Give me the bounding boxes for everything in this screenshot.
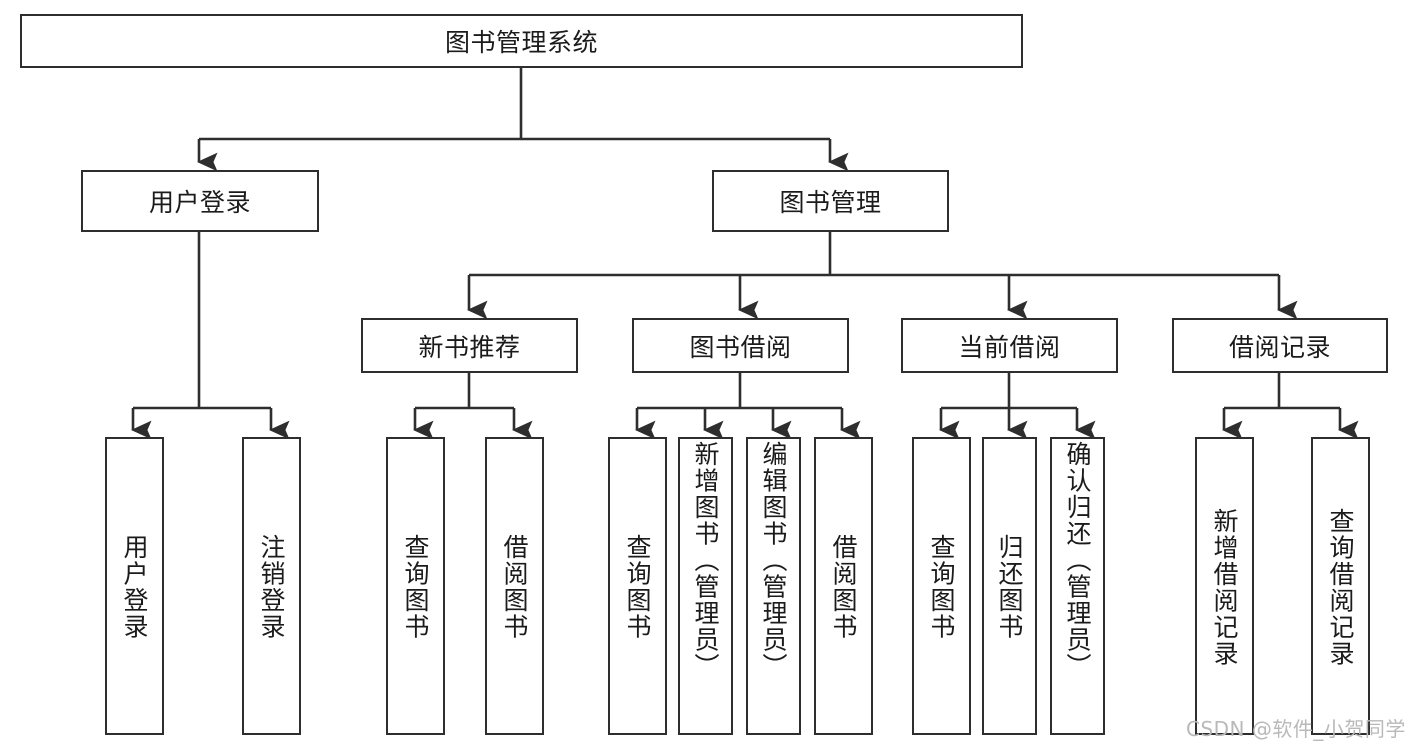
node-label: 注销登录 [257, 534, 286, 640]
node-book-management[interactable]: 图书管理 [712, 170, 949, 232]
node-new-book-recommend[interactable]: 新书推荐 [361, 318, 578, 373]
node-leaf-add-borrow-record[interactable]: 新增借阅记录 [1195, 437, 1254, 735]
node-label: 查询图书 [623, 534, 652, 640]
node-leaf-borrow-book-recommend[interactable]: 借阅图书 [485, 437, 544, 735]
node-leaf-return-book[interactable]: 归还图书 [982, 437, 1037, 735]
node-label: 用户登录 [120, 534, 149, 640]
node-label: 编辑图书（管理员） [759, 441, 788, 680]
node-label: 新增图书（管理员） [691, 441, 720, 680]
node-leaf-confirm-return-admin[interactable]: 确认归还（管理员） [1050, 437, 1105, 735]
node-label: 确认归还（管理员） [1063, 441, 1092, 680]
node-label: 图书借阅 [689, 332, 792, 362]
node-leaf-query-book-current[interactable]: 查询图书 [912, 437, 971, 735]
node-label: 查询图书 [927, 534, 956, 640]
node-leaf-add-book-admin[interactable]: 新增图书（管理员） [678, 437, 733, 735]
node-current-borrow[interactable]: 当前借阅 [901, 318, 1118, 373]
node-book-borrow[interactable]: 图书借阅 [632, 318, 849, 373]
node-label: 图书管理系统 [444, 28, 598, 57]
node-borrow-record[interactable]: 借阅记录 [1172, 318, 1388, 373]
node-label: 新书推荐 [418, 332, 521, 362]
node-label: 新增借阅记录 [1210, 507, 1239, 667]
node-user-login[interactable]: 用户登录 [81, 170, 319, 232]
node-label: 借阅记录 [1228, 332, 1331, 362]
node-leaf-borrow-book[interactable]: 借阅图书 [814, 437, 873, 735]
node-label: 归还图书 [995, 534, 1024, 640]
node-leaf-user-login[interactable]: 用户登录 [105, 437, 164, 735]
node-label: 查询借阅记录 [1326, 507, 1355, 667]
watermark-credit: CSDN @软件_小贺同学 [1186, 717, 1405, 741]
node-label: 用户登录 [148, 188, 251, 217]
node-leaf-query-borrow-record[interactable]: 查询借阅记录 [1311, 437, 1370, 735]
node-leaf-query-book-recommend[interactable]: 查询图书 [386, 437, 445, 735]
node-label: 借阅图书 [500, 534, 529, 640]
node-label: 当前借阅 [958, 332, 1061, 362]
node-leaf-logout[interactable]: 注销登录 [242, 437, 301, 735]
node-root-system[interactable]: 图书管理系统 [20, 14, 1023, 68]
node-leaf-query-book-borrow[interactable]: 查询图书 [608, 437, 667, 735]
node-label: 查询图书 [401, 534, 430, 640]
node-label: 借阅图书 [829, 534, 858, 640]
node-leaf-edit-book-admin[interactable]: 编辑图书（管理员） [746, 437, 801, 735]
node-label: 图书管理 [779, 188, 882, 217]
